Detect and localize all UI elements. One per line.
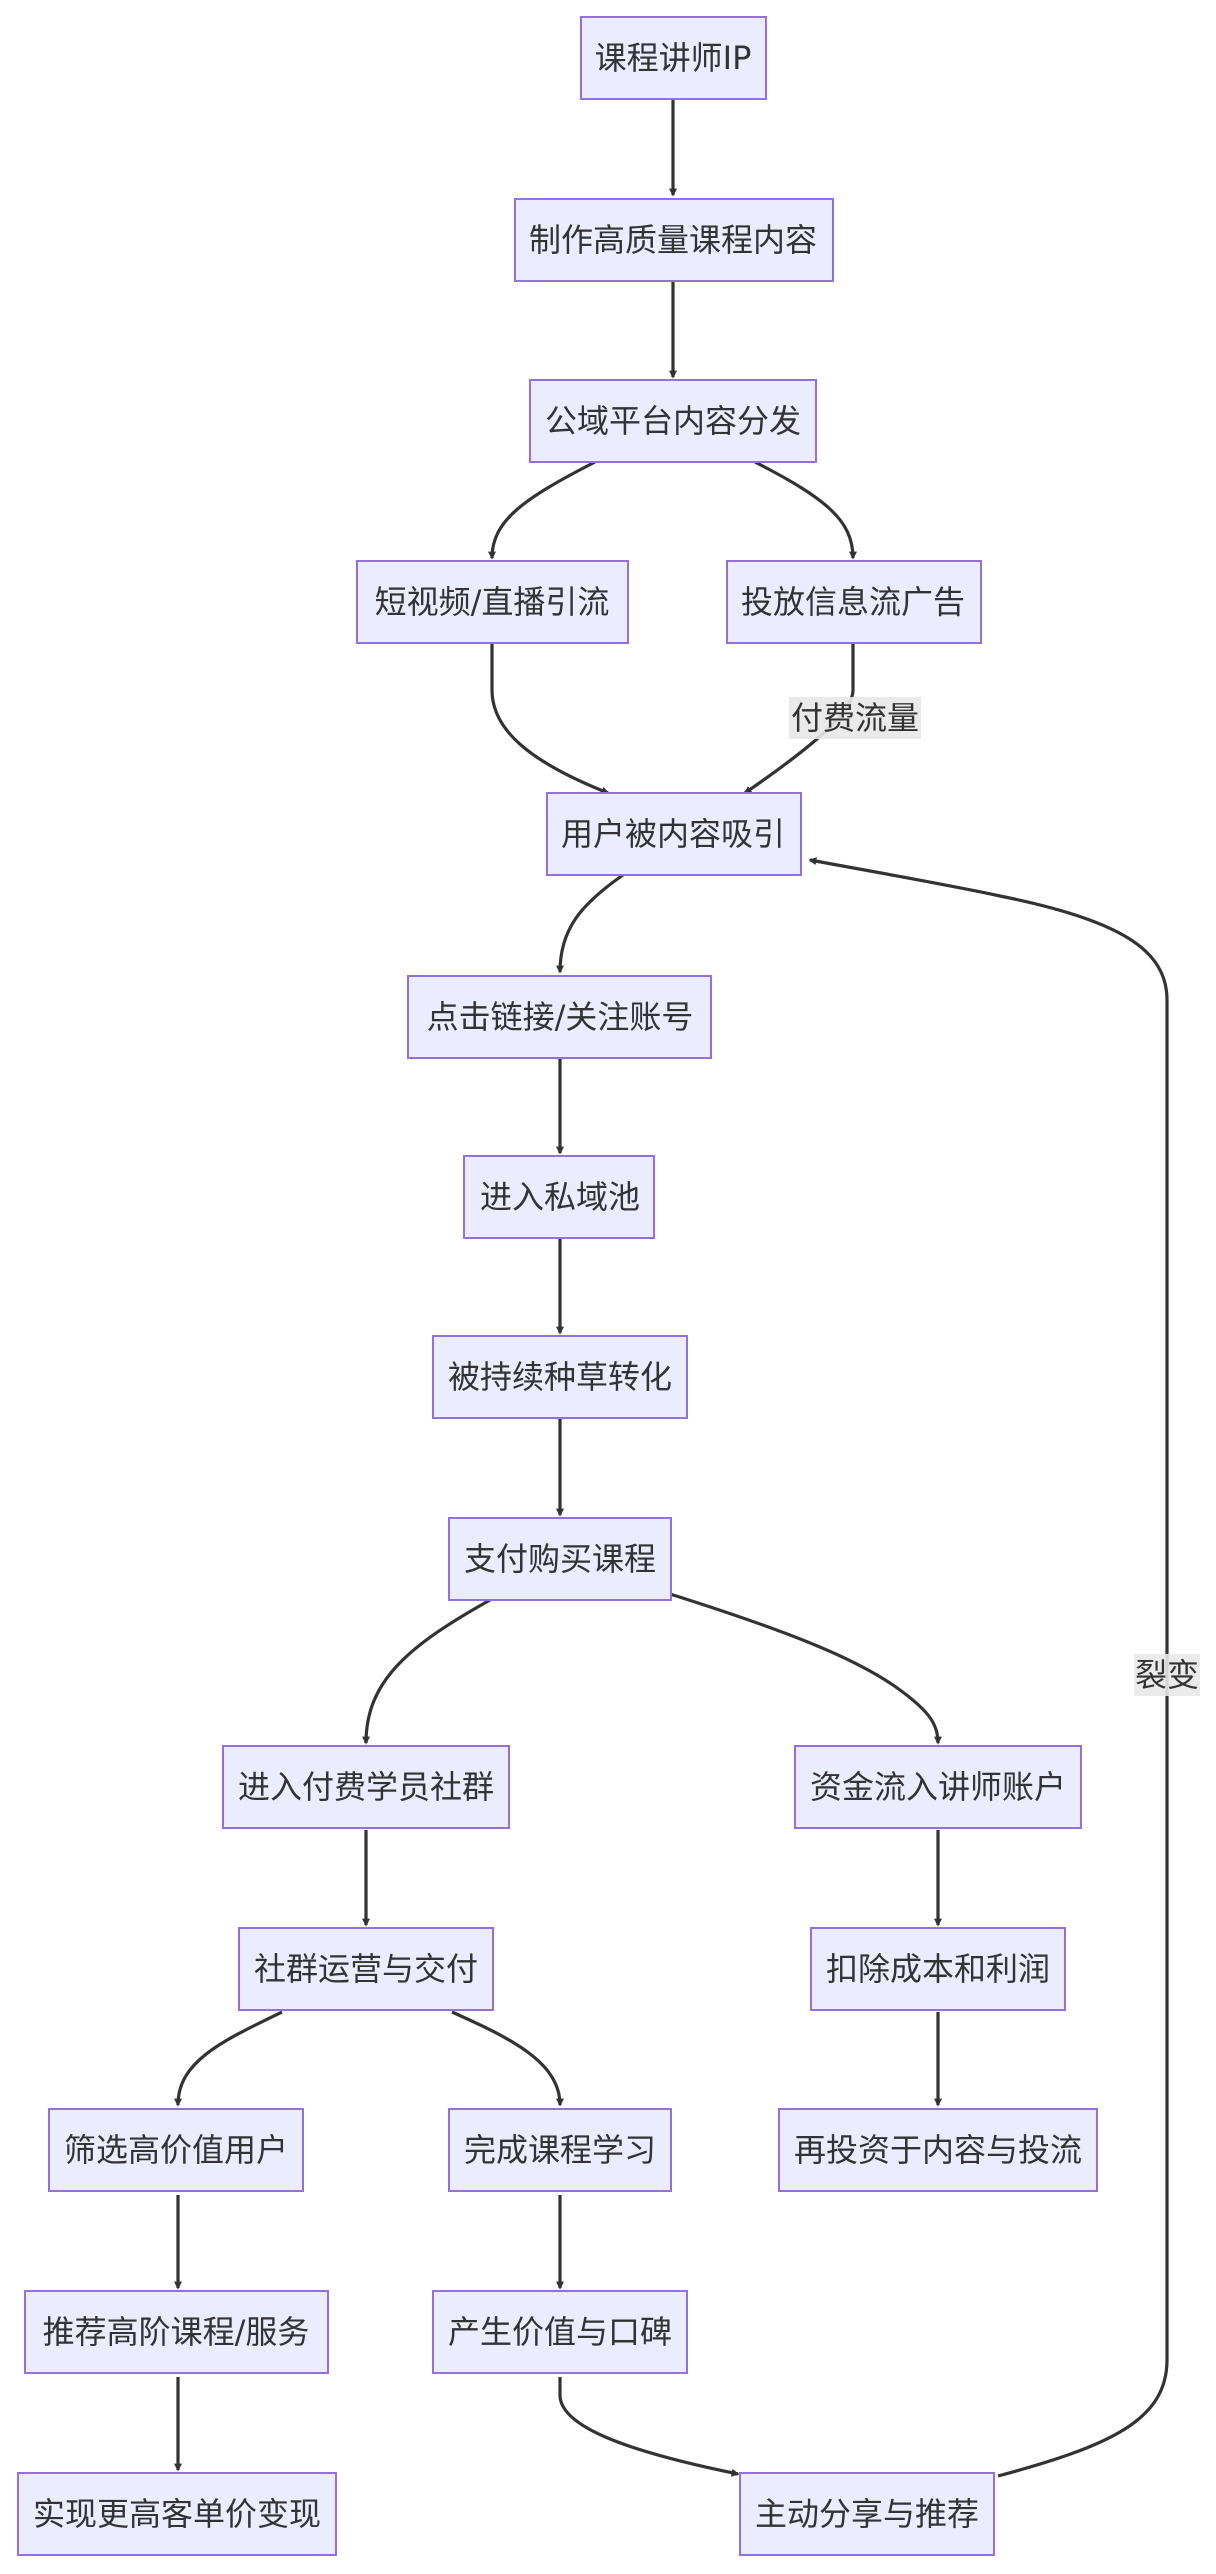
node-funds-account[interactable]: 资金流入讲师账户 [794, 1745, 1082, 1829]
node-paid-community-label: 进入付费学员社群 [238, 1768, 494, 1806]
edge-label-fission-text: 裂变 [1135, 1656, 1199, 1694]
node-community-ops-label: 社群运营与交付 [254, 1950, 478, 1988]
node-pay-course[interactable]: 支付购买课程 [448, 1517, 672, 1601]
node-lecturer-ip-label: 课程讲师IP [595, 39, 752, 77]
edge-j-l [669, 1592, 942, 1745]
edge-c-d [488, 460, 596, 560]
node-filter-users[interactable]: 筛选高价值用户 [48, 2108, 304, 2192]
node-short-video[interactable]: 短视频/直播引流 [356, 560, 629, 644]
edge-label-fission: 裂变 [1134, 1654, 1200, 1696]
node-reinvest[interactable]: 再投资于内容与投流 [778, 2108, 1098, 2192]
edge-labels: 付费流量 裂变 [789, 697, 1200, 1696]
node-funds-account-label: 资金流入讲师账户 [810, 1768, 1066, 1806]
edge-c-e [754, 460, 857, 560]
node-seeding[interactable]: 被持续种草转化 [432, 1335, 688, 1419]
node-user-attracted[interactable]: 用户被内容吸引 [546, 792, 802, 876]
node-public-distribution[interactable]: 公域平台内容分发 [529, 379, 817, 463]
node-make-content-label: 制作高质量课程内容 [529, 221, 817, 259]
node-click-follow-label: 点击链接/关注账号 [427, 998, 694, 1036]
edge-f-g [556, 873, 624, 974]
edge-s-u [558, 2377, 740, 2477]
edge-label-paid-traffic-text: 付费流量 [791, 699, 919, 737]
node-private-pool-label: 进入私域池 [480, 1178, 640, 1216]
edge-m-o [174, 2010, 283, 2107]
node-seeding-label: 被持续种草转化 [448, 1358, 672, 1396]
node-pay-course-label: 支付购买课程 [464, 1540, 656, 1578]
node-lecturer-ip[interactable]: 课程讲师IP [580, 16, 767, 100]
edge-m-p [451, 2010, 564, 2107]
node-private-pool[interactable]: 进入私域池 [463, 1155, 655, 1239]
node-click-follow[interactable]: 点击链接/关注账号 [407, 975, 712, 1059]
node-finish-study-label: 完成课程学习 [464, 2131, 656, 2169]
node-reinvest-label: 再投资于内容与投流 [794, 2131, 1082, 2169]
node-filter-users-label: 筛选高价值用户 [64, 2131, 288, 2169]
node-value-reputation-label: 产生价值与口碑 [448, 2313, 672, 2351]
node-deduct-cost[interactable]: 扣除成本和利润 [810, 1927, 1066, 2011]
node-finish-study[interactable]: 完成课程学习 [448, 2108, 672, 2192]
node-recommend-advanced[interactable]: 推荐高阶课程/服务 [24, 2290, 329, 2374]
node-feed-ads[interactable]: 投放信息流广告 [726, 560, 982, 644]
edge-j-k [362, 1598, 491, 1745]
nodes: 课程讲师IP 制作高质量课程内容 公域平台内容分发 短视频/直播引流 投放信息流… [17, 16, 1098, 2556]
edge-d-f [490, 643, 610, 795]
node-deduct-cost-label: 扣除成本和利润 [826, 1950, 1050, 1988]
node-higher-price[interactable]: 实现更高客单价变现 [17, 2472, 337, 2556]
edges [174, 100, 1169, 2478]
node-paid-community[interactable]: 进入付费学员社群 [222, 1745, 510, 1829]
node-share-recommend[interactable]: 主动分享与推荐 [739, 2472, 995, 2556]
node-value-reputation[interactable]: 产生价值与口碑 [432, 2290, 688, 2374]
node-short-video-label: 短视频/直播引流 [375, 583, 610, 621]
edge-label-paid-traffic: 付费流量 [789, 697, 921, 739]
edge-u-f [808, 857, 1169, 2478]
node-share-recommend-label: 主动分享与推荐 [755, 2495, 979, 2533]
node-make-content[interactable]: 制作高质量课程内容 [514, 198, 834, 282]
node-user-attracted-label: 用户被内容吸引 [561, 815, 785, 853]
node-feed-ads-label: 投放信息流广告 [741, 583, 965, 621]
node-recommend-advanced-label: 推荐高阶课程/服务 [43, 2313, 310, 2351]
node-higher-price-label: 实现更高客单价变现 [33, 2495, 321, 2533]
node-public-distribution-label: 公域平台内容分发 [545, 402, 801, 440]
node-community-ops[interactable]: 社群运营与交付 [238, 1927, 494, 2011]
